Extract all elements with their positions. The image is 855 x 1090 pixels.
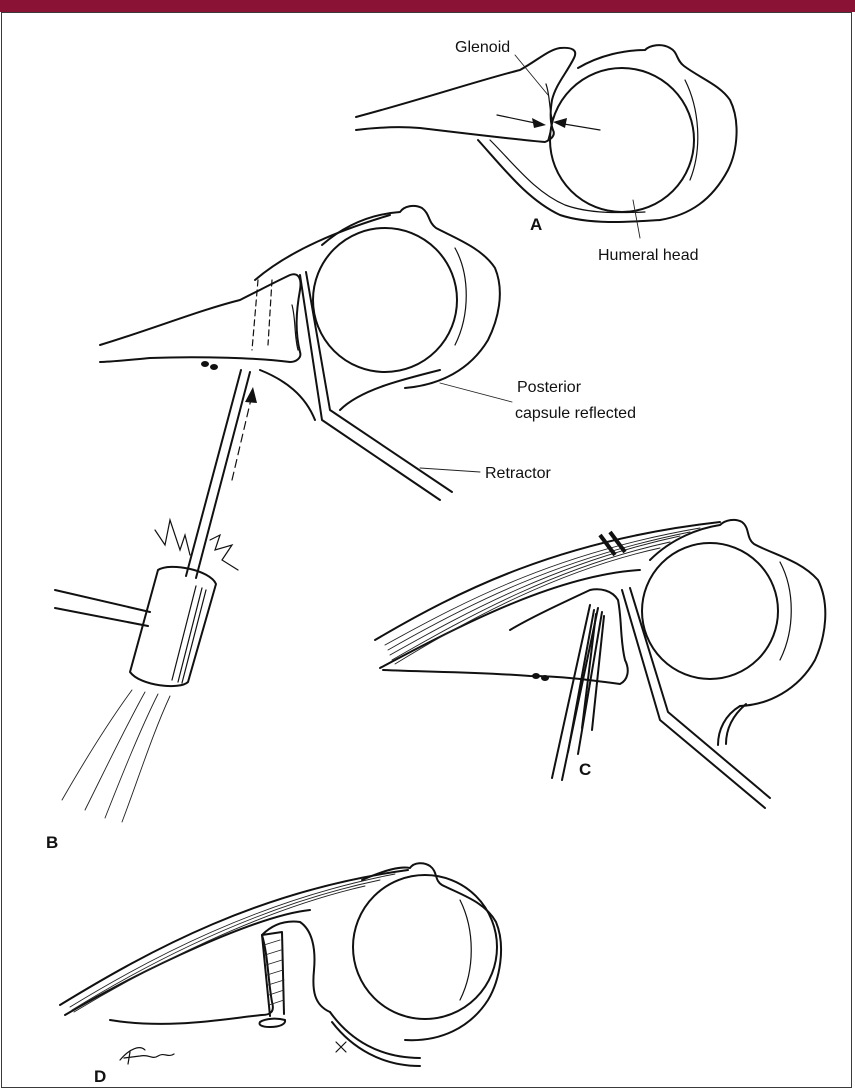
panel-c-drawing: [375, 520, 825, 808]
panel-b-capsule-leader: [440, 383, 512, 402]
panel-b-osteotome-shaft-1: [186, 370, 241, 576]
panel-a-humeral-head: [550, 68, 694, 212]
panel-d-suture: [336, 1042, 346, 1052]
panel-b-scapula: [100, 274, 301, 362]
panel-b-motion-lines: [62, 690, 170, 822]
panel-b-mallet-head: [130, 567, 216, 686]
panel-c-capsule: [718, 704, 746, 745]
panel-c-humeral-head: [642, 543, 778, 679]
panel-b-capsule-reflected-2: [340, 370, 440, 410]
panel-b-drawing: [55, 206, 500, 822]
panel-b-retractor-leader: [420, 468, 480, 472]
artist-signature: [120, 1048, 174, 1064]
panel-label-c: C: [579, 760, 591, 779]
panel-label-d: D: [94, 1067, 106, 1086]
panel-a-capsule-inner: [490, 140, 645, 213]
panel-c-fragment-2: [541, 675, 549, 681]
panel-b-top-capsule: [255, 215, 390, 280]
panel-b-osteotome-path: [268, 280, 272, 345]
panel-c-head-inner: [780, 562, 791, 660]
panel-b-arrowhead: [245, 387, 257, 403]
label-retractor: Retractor: [485, 465, 551, 482]
label-glenoid: Glenoid: [455, 39, 510, 56]
panel-d-muscle-fibers: [70, 874, 395, 1012]
label-humeral-head: Humeral head: [598, 247, 699, 264]
panel-d-screw: [259, 1019, 285, 1027]
panel-b-humeral-head: [313, 228, 457, 372]
panel-a-scapula: [356, 48, 575, 142]
panel-b-impact-left: [155, 520, 190, 555]
panel-label-b: B: [46, 833, 58, 852]
panel-label-a: A: [530, 215, 542, 234]
panel-d-head-inner: [460, 900, 471, 1000]
panel-b-arrow: [232, 395, 252, 480]
panel-d-capsule: [330, 1012, 420, 1066]
panel-a-glenoid-leader: [515, 55, 548, 95]
label-posterior: Posterior: [517, 379, 582, 396]
panel-a-arrowhead-right: [553, 118, 567, 128]
panel-a-head-inner: [685, 80, 698, 180]
panel-b-mallet-handle: [55, 590, 150, 626]
panel-d-humeral-head: [353, 875, 497, 1019]
panel-b-osteotome-path2: [252, 280, 258, 350]
label-capsule-reflected: capsule reflected: [515, 405, 636, 422]
panel-b-retractor-a: [300, 275, 440, 500]
panel-a-arrowhead-left: [532, 118, 546, 128]
panel-b-capsule-reflected: [260, 370, 315, 420]
panel-c-muscle-fibers: [385, 528, 700, 664]
panel-c-retractor: [622, 588, 770, 808]
panel-a-capsule: [478, 140, 660, 222]
panel-b-fragment-1: [201, 361, 209, 367]
panel-d-muscle: [60, 870, 408, 1015]
panel-a-drawing: [356, 45, 737, 238]
panel-c-fragment-1: [532, 673, 540, 679]
panel-a-humeral-leader: [633, 200, 640, 238]
panel-b-fragment-2: [210, 364, 218, 370]
panel-d-drawing: [60, 863, 501, 1066]
panel-b-impact-right: [210, 535, 238, 570]
